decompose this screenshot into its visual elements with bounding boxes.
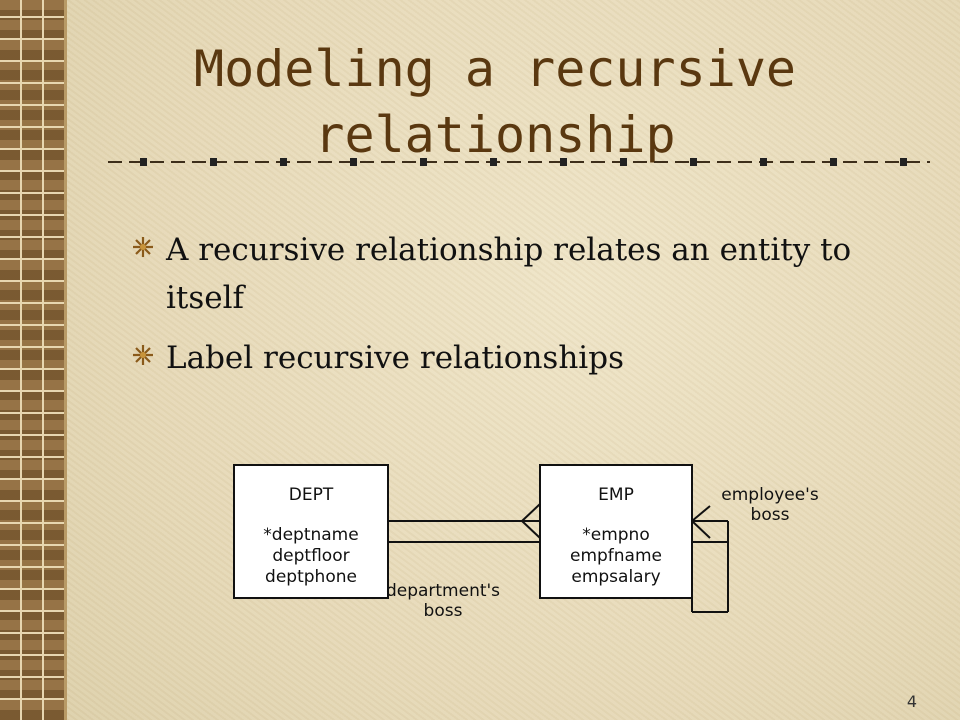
bullet-list: A recursive relationship relates an enti… xyxy=(132,226,872,394)
crows-foot-prong xyxy=(521,503,541,522)
entity-attribute: *empno xyxy=(582,525,650,545)
slide-title: Modeling a recursive relationship xyxy=(193,40,797,164)
decorative-left-strip xyxy=(0,0,66,720)
bullet-item: Label recursive relationships xyxy=(132,334,872,382)
divider-markers xyxy=(140,158,907,166)
entity-attribute: deptfloor xyxy=(272,546,349,566)
crows-foot-prong xyxy=(521,520,541,539)
entity-dept: DEPT *deptname deptfloor deptphone xyxy=(233,464,389,599)
label-department-boss: boss xyxy=(424,601,463,621)
title-divider xyxy=(108,158,930,166)
entity-attribute: empfname xyxy=(570,546,662,566)
decorative-strip-edge xyxy=(64,0,67,720)
bullet-text: Label recursive relationships xyxy=(166,340,624,376)
starburst-bullet-icon xyxy=(133,345,153,365)
er-diagram: DEPT *deptname deptfloor deptphone EMP *… xyxy=(233,464,819,621)
page-number: 4 xyxy=(906,692,918,711)
entity-attribute: empsalary xyxy=(571,567,660,587)
relationship-lines xyxy=(388,503,729,613)
crows-foot-prong xyxy=(691,520,711,539)
crows-foot-prong xyxy=(691,505,711,522)
entity-attribute: *deptname xyxy=(263,525,358,545)
bullet-item: A recursive relationship relates an enti… xyxy=(132,226,872,322)
label-employee-boss: employee's xyxy=(721,485,819,505)
entity-name: DEPT xyxy=(289,485,334,505)
label-employee-boss: boss xyxy=(751,505,790,525)
entity-name: EMP xyxy=(598,485,634,505)
entity-attribute: deptphone xyxy=(265,567,357,587)
entity-emp: EMP *empno empfname empsalary xyxy=(539,464,693,599)
label-department-boss: department's xyxy=(386,581,500,601)
bullet-text: A recursive relationship relates an enti… xyxy=(166,232,852,316)
starburst-bullet-icon xyxy=(133,237,153,257)
